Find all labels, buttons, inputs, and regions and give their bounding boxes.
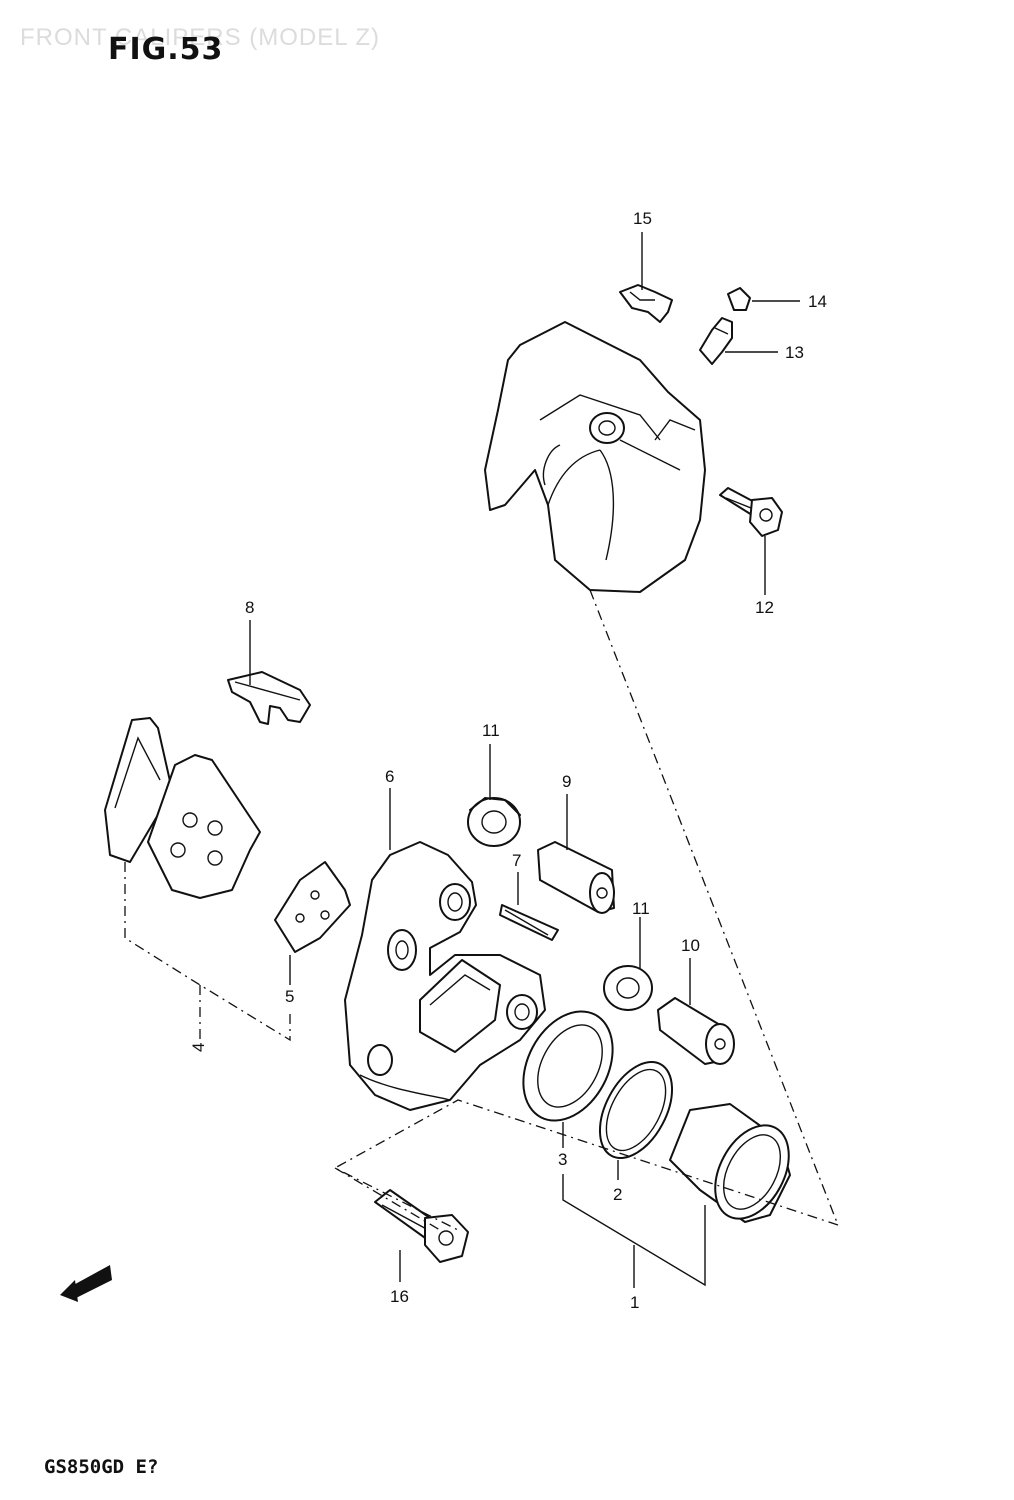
part-13-bleeder-valve	[699, 317, 733, 365]
part-5-pad-shim	[274, 861, 351, 953]
part-8-pad-spring	[227, 671, 311, 725]
model-code: GS850GD E?	[44, 1456, 159, 1478]
label-part-15: 15	[633, 209, 652, 228]
part-4-brake-pads	[104, 717, 261, 899]
label-part-12: 12	[755, 598, 774, 617]
label-part-11-lower: 11	[632, 899, 650, 918]
part-6-caliper-bracket	[344, 841, 546, 1111]
part-7-pin	[499, 904, 559, 941]
watermark-title: FRONT CALIPERS (MODEL Z)	[20, 24, 381, 51]
part-12-bolt	[719, 487, 783, 537]
label-part-6: 6	[385, 767, 394, 786]
label-part-3: 3	[558, 1150, 567, 1169]
label-part-16: 16	[390, 1287, 409, 1306]
label-part-8: 8	[245, 598, 254, 617]
label-part-9: 9	[562, 772, 571, 791]
label-part-7: 7	[512, 851, 521, 870]
part-9-sleeve	[537, 841, 615, 914]
part-10-bolt	[657, 997, 735, 1065]
part-1-piston	[669, 1103, 791, 1223]
label-part-10: 10	[681, 936, 700, 955]
label-part-5: 5	[285, 987, 294, 1006]
part-15-clip	[619, 284, 673, 323]
label-part-2: 2	[613, 1185, 622, 1204]
label-part-4: 4	[189, 1043, 208, 1052]
figure-number: FIG.53	[108, 32, 224, 67]
label-part-1: 1	[630, 1293, 639, 1312]
leader-lines	[124, 232, 839, 1288]
label-part-11-upper: 11	[482, 721, 500, 740]
label-part-13: 13	[785, 343, 804, 362]
part-labels: 15 14 13 12 8 11 6 9 7 11 10 5 4 3 2 16 …	[189, 209, 827, 1312]
part-2-dust-seal	[598, 1060, 674, 1160]
part-16-bolt	[374, 1189, 469, 1263]
label-part-14: 14	[808, 292, 827, 311]
caliper-assembly-upper	[484, 321, 706, 593]
part-11-boot-lower	[603, 965, 653, 1011]
fwd-arrow-icon	[60, 1265, 112, 1302]
part-3-piston-seal	[522, 1010, 614, 1122]
part-14-cap	[727, 287, 751, 311]
part-11-boot-upper	[467, 797, 521, 847]
